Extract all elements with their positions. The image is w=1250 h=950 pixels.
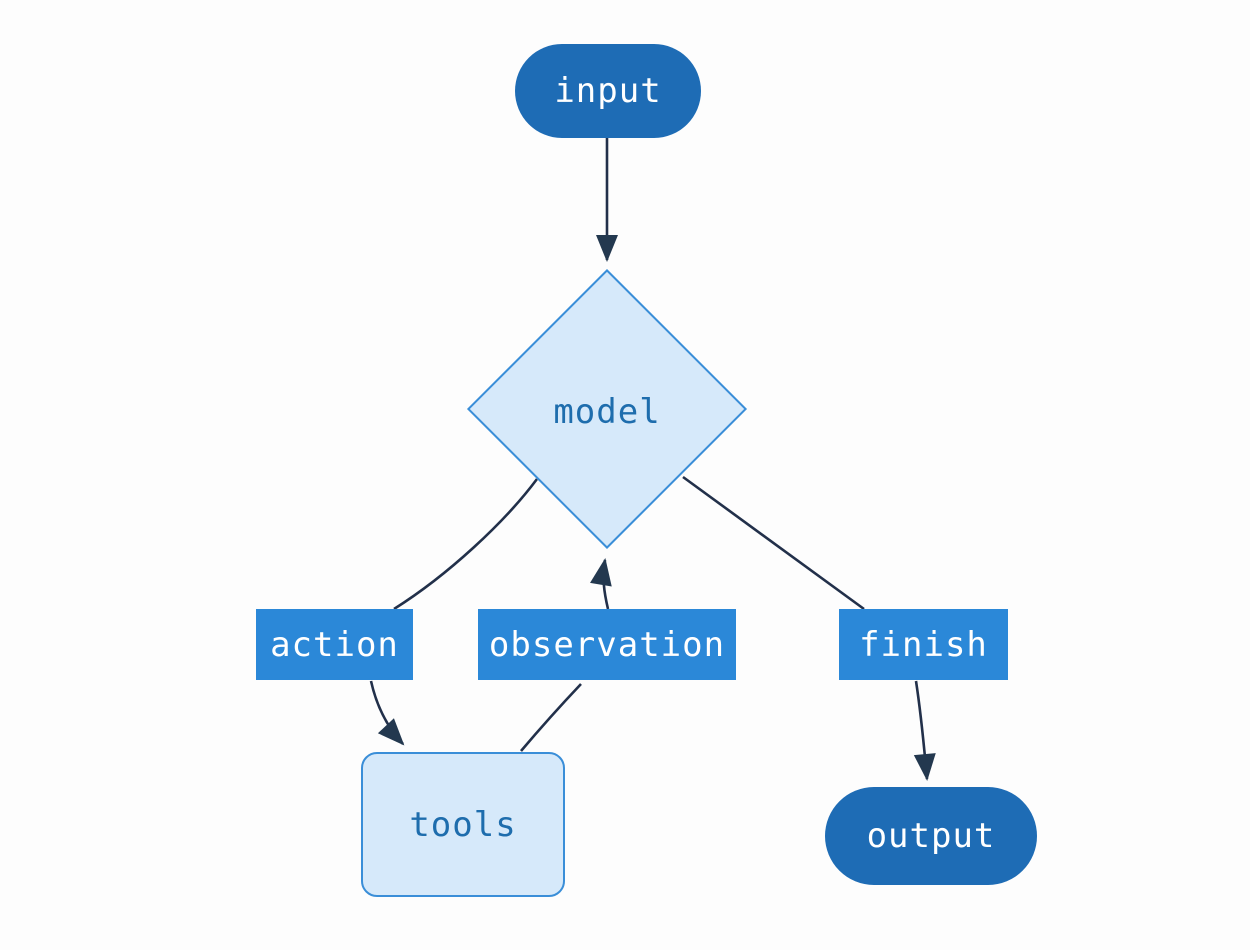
node-finish-label: finish [859,624,988,665]
edge-tools-to-observation [520,683,582,752]
edge-observation-to-model [590,558,612,610]
node-input: input [515,44,701,138]
edge-model-to-action [393,478,539,611]
edge-model-to-finish [682,475,865,611]
edge-finish-to-output [913,680,936,781]
node-output: output [825,787,1037,885]
node-output-label: output [866,816,996,856]
node-tools: tools [361,752,565,897]
edge-action-to-tools [369,680,405,746]
node-action: action [256,609,413,680]
node-tools-label: tools [409,804,517,845]
node-model-label: model [553,392,661,432]
node-observation: observation [478,609,736,680]
node-input-label: input [554,71,662,111]
node-action-label: action [270,624,399,665]
node-finish: finish [839,609,1008,680]
node-observation-label: observation [488,624,726,665]
